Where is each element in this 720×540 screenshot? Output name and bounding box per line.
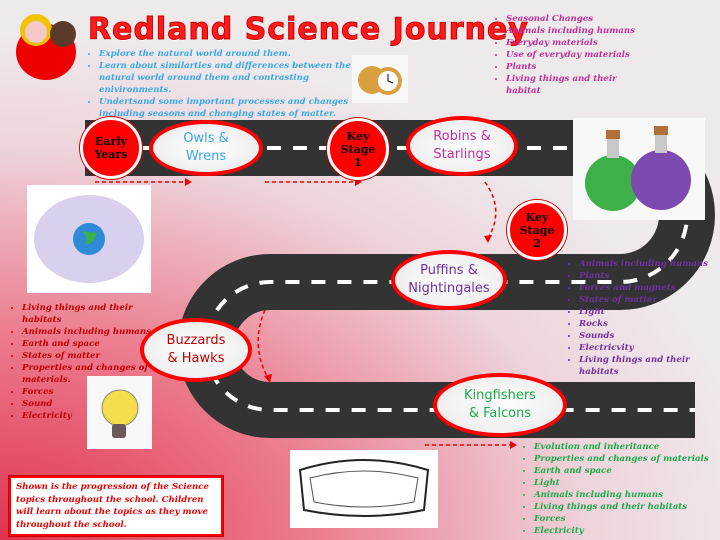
list-item: Sounds <box>579 330 720 342</box>
early-years-points: Explore the natural world around them. L… <box>83 48 359 120</box>
list-item: Living things and their habitats <box>22 302 172 326</box>
robins-topics: Seasonal Changes Animals including human… <box>490 13 636 97</box>
list-item: Everyday materials <box>506 37 636 49</box>
stop-key-stage-1: Key Stage 1 <box>327 118 389 180</box>
earth-space-image <box>27 185 151 293</box>
list-item: Forces <box>22 386 172 398</box>
page-title: Redland Science Journey <box>88 12 529 48</box>
list-item: Electricity <box>534 525 720 537</box>
list-item: Plants <box>579 270 720 282</box>
list-item: Living things and their habitats <box>534 501 720 513</box>
stop-kingfishers-falcons: Kingfishers & Falcons <box>433 373 567 437</box>
list-item: Forces and magnets <box>579 282 720 294</box>
list-item: Animals including humans <box>506 25 636 37</box>
stop-owls-wrens: Owls & Wrens <box>149 120 263 176</box>
lightbulb-image <box>87 376 152 449</box>
list-item: Evolution and inheritance <box>534 441 720 453</box>
list-item: States of matter <box>579 294 720 306</box>
list-item: Plants <box>506 61 636 73</box>
list-item: Electricvity <box>579 342 720 354</box>
list-item: Properties and changes of materials. <box>22 362 172 386</box>
list-item: Rocks <box>579 318 720 330</box>
list-item: Learn about similarties and differences … <box>99 60 359 96</box>
list-item: Earth and space <box>534 465 720 477</box>
list-item: Light <box>579 306 720 318</box>
stop-buzzards-hawks: Buzzards & Hawks <box>140 318 252 382</box>
stop-early-years: Early Years <box>80 117 142 179</box>
list-item: Use of everyday materials <box>506 49 636 61</box>
list-item: Explore the natural world around them. <box>99 48 359 60</box>
pocket-watch-image <box>352 55 408 103</box>
dashed-arrows <box>95 181 510 446</box>
list-item: Living things and their habitats <box>579 354 720 378</box>
puffins-topics: Animals including humans Plants Forces a… <box>563 258 720 378</box>
list-item: Earth and space <box>22 338 172 350</box>
list-item: Animals including humans <box>579 258 720 270</box>
list-item: States of matter <box>22 350 172 362</box>
list-item: Electricity <box>22 410 172 422</box>
list-item: Undertsand some important processes and … <box>99 96 359 120</box>
list-item: Forces <box>534 513 720 525</box>
list-item: Properties and changes of materials <box>534 453 720 465</box>
potion-bottles-image <box>573 118 705 220</box>
list-item: Sound <box>22 398 172 410</box>
list-item: Animals including humans <box>22 326 172 338</box>
buzzards-topics: Living things and their habitats Animals… <box>6 302 172 422</box>
safety-goggles-image <box>290 450 438 528</box>
stop-robins-starlings: Robins & Starlings <box>406 116 518 176</box>
stop-puffins-nightingales: Puffins & Nightingales <box>391 250 507 310</box>
list-item: Living things and their habitat <box>506 73 636 97</box>
note-box: Shown is the progression of the Science … <box>9 476 223 536</box>
kingfishers-topics: Evolution and inheritance Properties and… <box>518 441 720 537</box>
list-item: Light <box>534 477 720 489</box>
stop-key-stage-2: Key Stage 2 <box>507 200 567 260</box>
list-item: Seasonal Changes <box>506 13 636 25</box>
list-item: Animals including humans <box>534 489 720 501</box>
school-logo <box>16 14 76 80</box>
